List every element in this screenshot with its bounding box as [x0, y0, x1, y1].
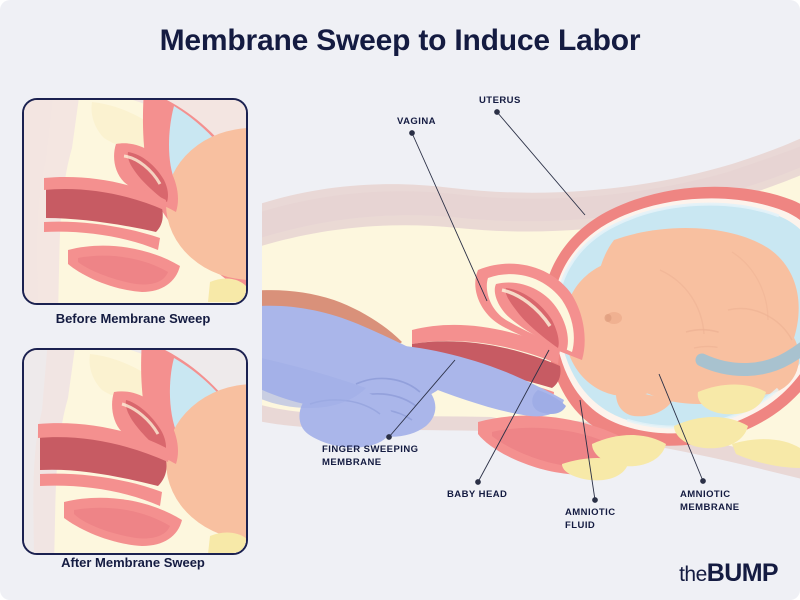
inset-panel-before — [22, 98, 248, 305]
logo-prefix: the — [679, 563, 707, 586]
page-title: Membrane Sweep to Induce Labor — [159, 24, 641, 57]
caption-before: Before Membrane Sweep — [55, 311, 211, 326]
inset-panel-after — [22, 348, 248, 555]
label-amniotic-fluid: AMNIOTIC FLUID — [565, 507, 616, 531]
logo-name: BUMP — [706, 559, 779, 587]
before-sweep-diagram — [24, 100, 246, 303]
label-finger-sweeping-membrane: FINGER SWEEPING MEMBRANE — [322, 444, 419, 468]
label-baby-head: BABY HEAD — [447, 489, 508, 500]
label-amniotic-membrane: AMNIOTIC MEMBRANE — [680, 489, 740, 513]
caption-after: After Membrane Sweep — [61, 555, 205, 570]
label-uterus: UTERUS — [479, 95, 521, 106]
after-sweep-diagram — [24, 350, 246, 553]
label-vagina: VAGINA — [397, 116, 436, 127]
